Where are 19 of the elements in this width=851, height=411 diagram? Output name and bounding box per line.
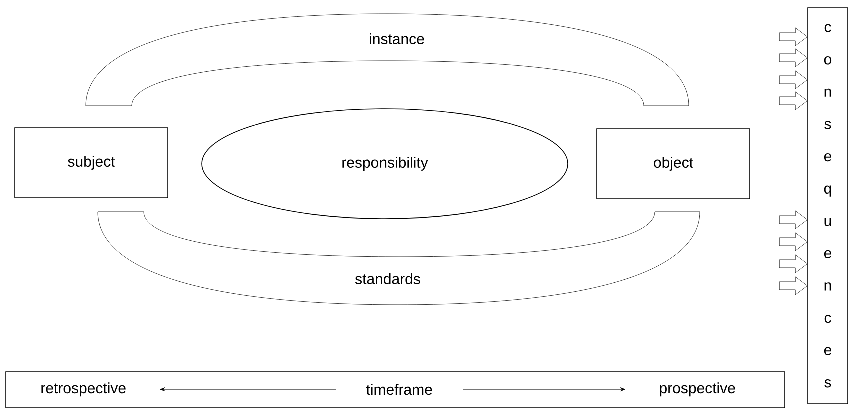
hollow-arrow [779,28,808,46]
hollow-arrow [779,210,808,230]
hollow-arrow [779,48,808,68]
arrow [462,388,626,392]
process-box: object [596,128,750,200]
hollow-arrow [779,70,808,90]
vertical-text-box: consequences [808,8,848,404]
hollow-arrow [779,254,808,274]
arrow [160,388,336,392]
hollow-arrow [779,92,808,110]
label-text: retrospective [42,382,126,397]
hollow-arrow [779,232,808,252]
arch-band: standards [98,212,700,306]
arch-band: instance [86,14,690,106]
label-text: prospective [660,382,736,397]
label-text: timeframe [366,384,432,396]
hollow-arrow [779,276,808,296]
process-box: subject [14,128,168,198]
process-box [6,372,786,408]
